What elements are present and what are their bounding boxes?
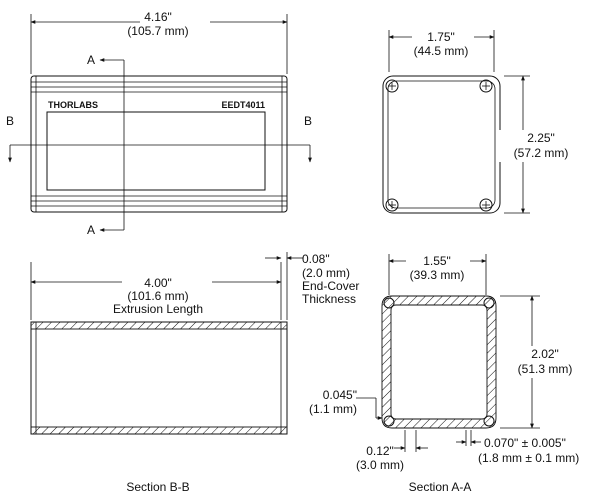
section-bb-outline xyxy=(30,321,288,435)
wall-thickness-in: 0.070" ± 0.005" xyxy=(484,436,566,450)
screw-icon xyxy=(479,198,493,212)
section-a-top-label: A xyxy=(87,53,95,67)
brand-logo: THORLABS xyxy=(48,100,98,110)
rib-width-mm: (3.0 mm) xyxy=(356,458,404,472)
screw-icon xyxy=(385,79,399,93)
front-label-panel xyxy=(46,111,266,191)
extrusion-profile-hatch xyxy=(381,295,497,429)
rib-width-in: 0.12" xyxy=(366,444,394,458)
lip-thickness-mm: (1.1 mm) xyxy=(309,402,357,416)
wall-thickness-mm: (1.8 mm ± 0.1 mm) xyxy=(478,451,579,465)
cover-thickness-label2: Thickness xyxy=(302,292,356,306)
section-b-right-label: B xyxy=(304,114,312,128)
section-b-left-label: B xyxy=(6,114,14,128)
lip-thickness-in: 0.045" xyxy=(323,388,357,402)
aa-width-mm: (39.3 mm) xyxy=(410,268,465,282)
aa-width-in: 1.55" xyxy=(423,254,451,268)
cover-thickness-in: 0.08" xyxy=(302,252,330,266)
section-bb-view: 4.00" (101.6 mm) Extrusion Length 0.08" … xyxy=(30,252,359,494)
bottom-wall-hatch xyxy=(30,426,288,435)
cover-thickness-label1: End-Cover xyxy=(302,279,359,293)
aa-height-in: 2.02" xyxy=(531,347,559,361)
end-width-mm: (44.5 mm) xyxy=(414,44,469,58)
aa-height-mm: (51.3 mm) xyxy=(518,362,573,376)
end-view: 1.75" (44.5 mm) 2.25" (57.2 mm) xyxy=(382,30,587,214)
end-height-mm: (57.2 mm) xyxy=(514,146,569,160)
cover-thickness-mm: (2.0 mm) xyxy=(302,266,350,280)
bb-length-label: Extrusion Length xyxy=(113,302,203,316)
end-width-in: 1.75" xyxy=(427,30,455,44)
section-a-bottom-label: A xyxy=(87,223,95,237)
front-width-mm: (105.7 mm) xyxy=(127,24,188,38)
front-width-in: 4.16" xyxy=(144,10,172,24)
screw-icon xyxy=(479,79,493,93)
section-bb-caption: Section B-B xyxy=(126,480,189,494)
section-aa-caption: Section A-A xyxy=(409,480,472,494)
bb-length-mm: (101.6 mm) xyxy=(127,289,188,303)
end-height-in: 2.25" xyxy=(527,131,555,145)
front-view: 4.16" (105.7 mm) THORLABS EEDT4011 A A B… xyxy=(6,10,312,237)
top-wall-hatch xyxy=(30,321,288,330)
section-aa-view: 1.55" (39.3 mm) 2.02" (51.3 mm) 0.045" (… xyxy=(309,254,590,494)
bb-length-in: 4.00" xyxy=(144,276,172,290)
model-number: EEDT4011 xyxy=(221,100,265,110)
end-cover-outline xyxy=(382,75,501,214)
screw-icon xyxy=(385,198,399,212)
front-enclosure-body xyxy=(30,75,288,213)
